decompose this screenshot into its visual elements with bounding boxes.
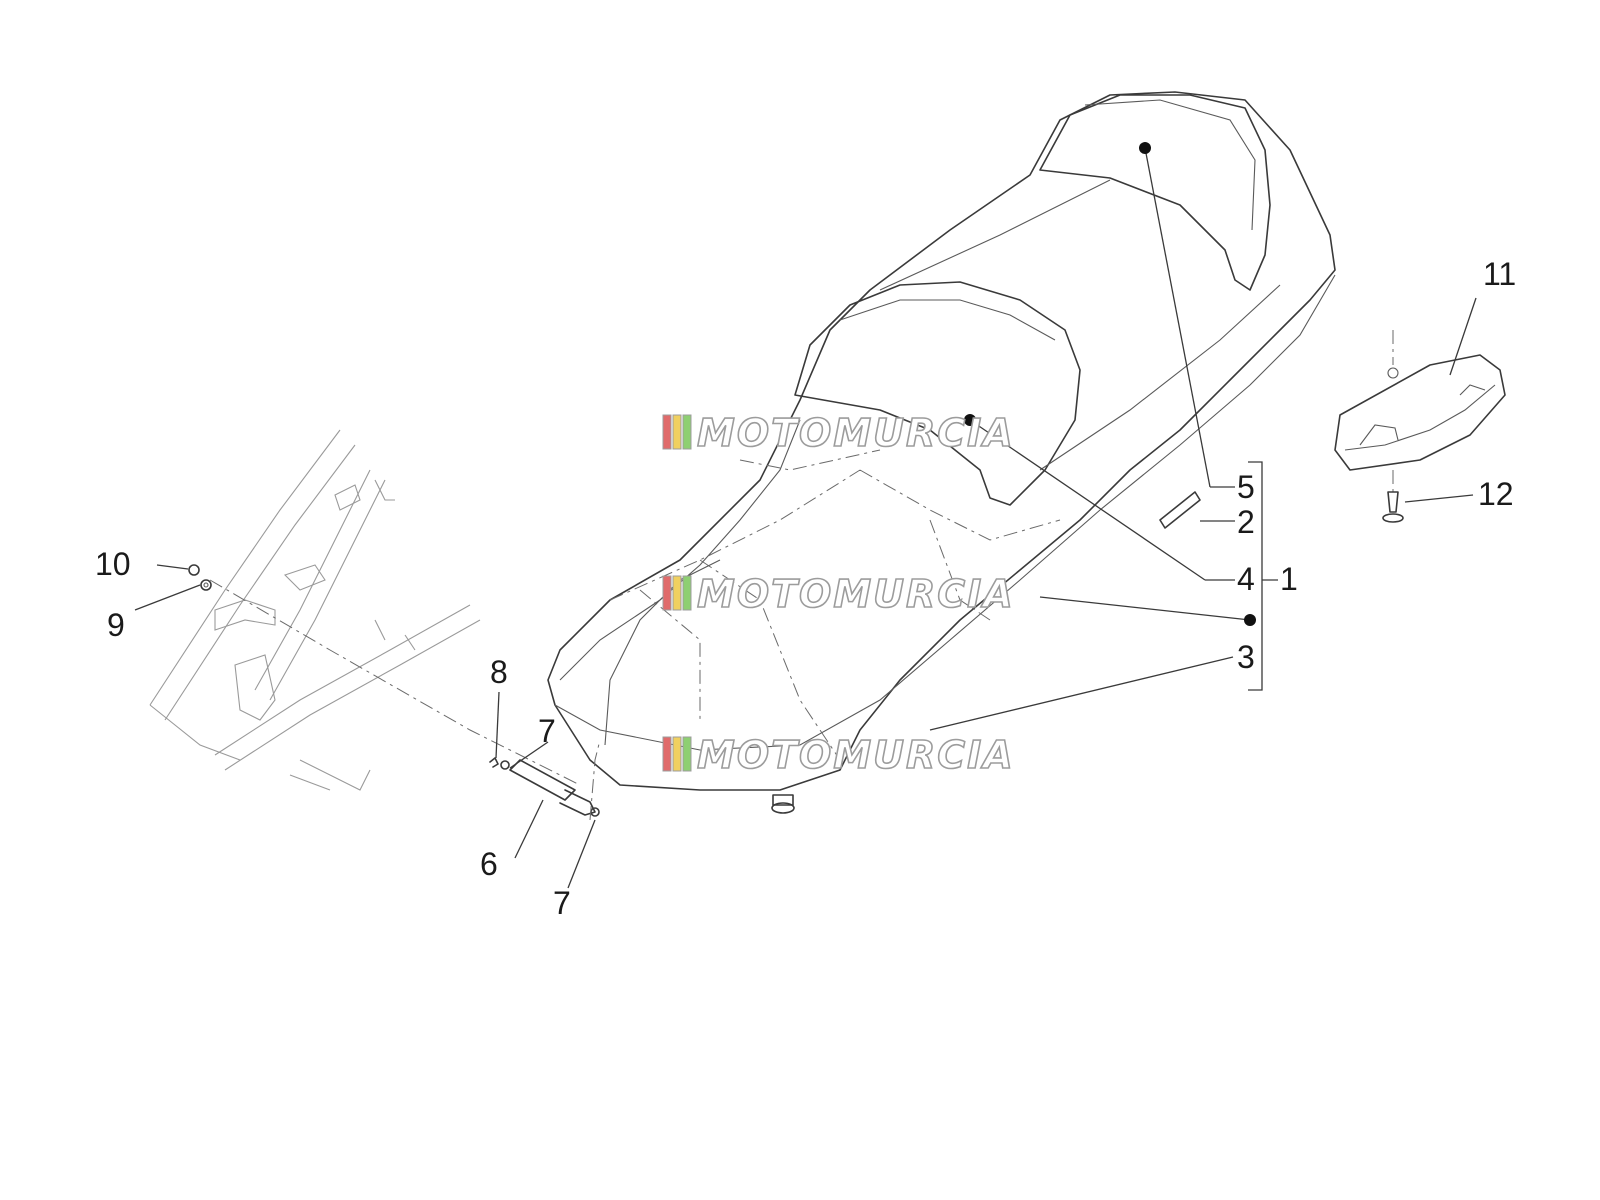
frame-bracket-1 (214, 599, 276, 631)
callout-12: 12 (1478, 476, 1514, 512)
watermark-stripe-red (662, 736, 672, 772)
callout-1: 1 (1280, 561, 1298, 597)
gas-spring-rod (559, 789, 596, 816)
callout-4: 4 (1237, 561, 1255, 597)
alignment-line-seat (589, 739, 601, 821)
callout-labels: 5 2 4 1 3 11 12 10 9 8 7 6 7 (95, 256, 1516, 921)
leader-lines (134, 147, 1477, 889)
clip-8 (489, 757, 499, 768)
frame-crossbar (214, 604, 481, 771)
callout-10: 10 (95, 546, 131, 582)
callout-5: 5 (1237, 469, 1255, 505)
alignment-line-frame (209, 579, 581, 786)
seat-top-contour (879, 179, 1281, 471)
watermark-text: MOTOMURCIA (697, 572, 1015, 616)
frame-tab (374, 479, 416, 651)
part-2-pad (1159, 491, 1201, 529)
part-12-screw (1382, 491, 1404, 523)
watermark-stripe-red (662, 575, 672, 611)
part-9-washer (200, 579, 212, 591)
watermark-1: MOTOMURCIA (662, 410, 1015, 456)
callout-8: 8 (490, 654, 508, 690)
frame-bracket-3 (234, 654, 276, 721)
seat-base-lip (554, 274, 1336, 751)
rear-pillion-seam (1084, 99, 1256, 231)
frame-bracket-2 (283, 484, 361, 591)
callout-3: 3 (1237, 639, 1255, 675)
scooter-frame (149, 429, 481, 791)
ref-dot-5 (1139, 142, 1151, 154)
watermark-stripe-green (682, 414, 692, 450)
watermark-stripe-yellow (672, 736, 682, 772)
driver-front-pad (794, 281, 1081, 506)
watermark-3: MOTOMURCIA (662, 732, 1015, 778)
part-11-tray (1334, 330, 1506, 495)
watermark-stripe-yellow (672, 575, 682, 611)
callout-7-lower: 7 (553, 885, 571, 921)
seat-center-seam (604, 559, 721, 746)
callout-11: 11 (1483, 256, 1516, 292)
rear-pillion-pad (1039, 94, 1271, 291)
watermark-2: MOTOMURCIA (662, 571, 1015, 617)
part-3-buffer (771, 794, 795, 814)
watermark-stripe-green (682, 575, 692, 611)
seat-hidden-edges (609, 449, 1061, 761)
part-10-nut (188, 564, 200, 576)
frame-upright-right (254, 469, 386, 701)
frame-lower-rail (149, 704, 371, 791)
seat-front-nose (559, 419, 801, 681)
watermark-stripe-green (682, 736, 692, 772)
watermark-stripe-yellow (672, 414, 682, 450)
watermark-text: MOTOMURCIA (697, 733, 1015, 777)
washer-left (500, 760, 510, 770)
seat-base-outline (547, 91, 1336, 791)
callout-9: 9 (107, 607, 125, 643)
watermark-text: MOTOMURCIA (697, 411, 1015, 455)
callout-6: 6 (480, 846, 498, 882)
frame-upright-left (149, 429, 356, 721)
callout-7-upper: 7 (538, 713, 556, 749)
callout-2: 2 (1237, 504, 1255, 540)
ref-dot-4 (964, 414, 976, 426)
driver-pad-seam (839, 299, 1056, 341)
watermark-stripe-red (662, 414, 672, 450)
ref-dot-1 (1244, 614, 1256, 626)
